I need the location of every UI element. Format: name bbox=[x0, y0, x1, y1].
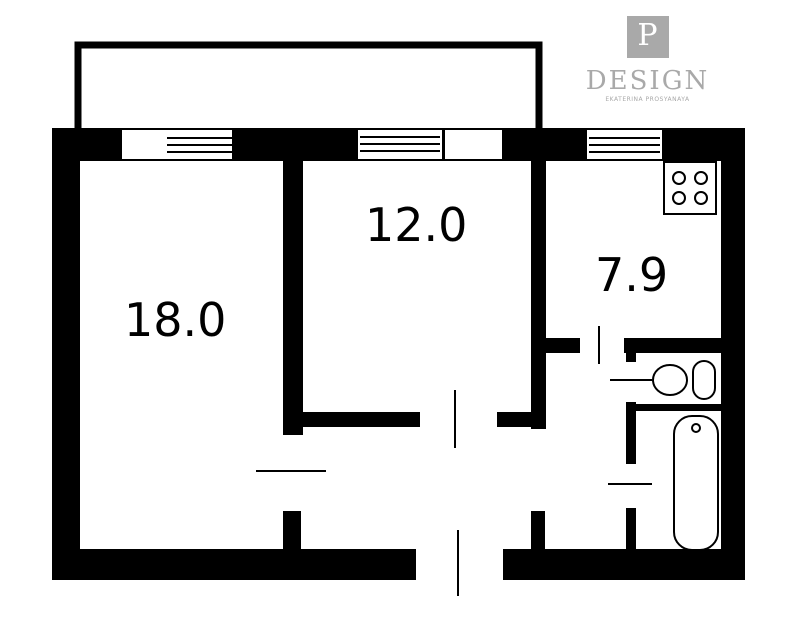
wall-kitchen-left bbox=[531, 155, 546, 429]
wall-middle-bottom-b bbox=[497, 412, 537, 427]
wall-left-stub bbox=[283, 511, 301, 555]
wall-wc-left-mid bbox=[626, 402, 636, 464]
brand-initial: P bbox=[637, 18, 658, 53]
wall-wc-bath bbox=[634, 404, 724, 411]
brand-subtitle: EKATERINA PROSYANAYA bbox=[605, 96, 690, 103]
brand-initial-badge: P bbox=[626, 16, 669, 58]
brand-name: DESIGN bbox=[585, 66, 710, 96]
outer-wall-bottom-left bbox=[52, 549, 416, 580]
toilet-icon bbox=[652, 360, 716, 400]
room-area-kitchen: 7.9 bbox=[595, 248, 668, 302]
wall-hall-stub bbox=[531, 511, 545, 555]
wall-wc-left-bottom bbox=[626, 508, 636, 553]
room-area-middle: 12.0 bbox=[365, 198, 467, 252]
room-area-left: 18.0 bbox=[124, 293, 226, 347]
window-left bbox=[122, 130, 232, 159]
outer-wall-right bbox=[721, 128, 745, 580]
stove-icon bbox=[663, 161, 717, 215]
brand-logo: P DESIGN EKATERINA PROSYANAYA bbox=[585, 16, 710, 103]
wall-kitchen-bottom-a bbox=[546, 338, 580, 353]
wall-between-rooms bbox=[283, 155, 303, 435]
window-kitchen bbox=[587, 130, 662, 159]
window-middle bbox=[358, 130, 502, 159]
bathtub-icon bbox=[673, 415, 719, 551]
wall-wc-left-top bbox=[626, 338, 636, 362]
wall-middle-bottom-a bbox=[283, 412, 420, 427]
wall-kitchen-bottom-b bbox=[624, 338, 722, 353]
balcony bbox=[74, 41, 543, 139]
outer-wall-left bbox=[52, 128, 80, 580]
